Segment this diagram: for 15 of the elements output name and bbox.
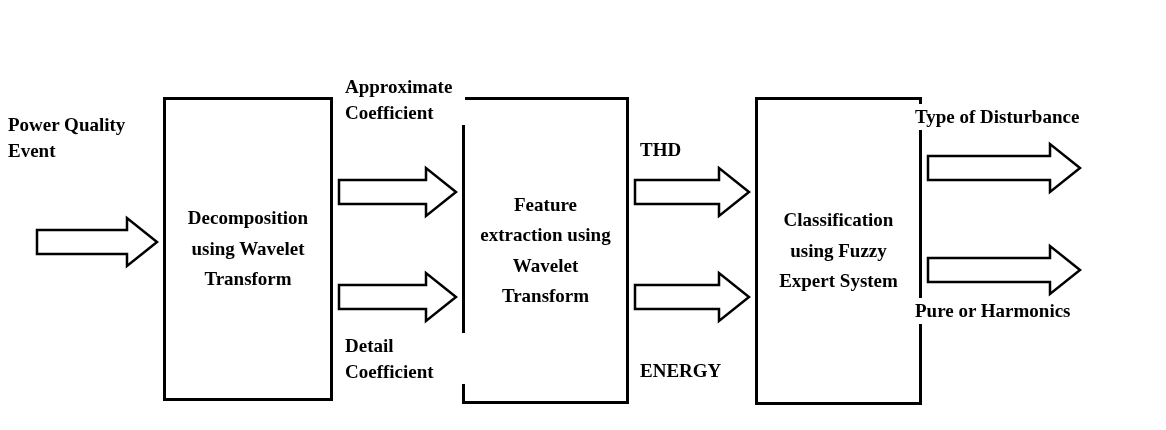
block-arrow: [337, 270, 458, 324]
block-arrow: [35, 215, 159, 269]
block-arrow: [926, 243, 1082, 297]
process-box: [462, 97, 629, 404]
edge-label: Detail Coefficient: [345, 333, 465, 385]
process-box: [163, 97, 333, 401]
block-arrow: [337, 165, 458, 219]
block-arrow: [633, 270, 751, 324]
box-text: Feature extraction using Wavelet Transform: [479, 192, 612, 308]
block-arrow: [926, 141, 1082, 195]
block-arrow: [633, 165, 751, 219]
box-text: Decomposition using Wavelet Transform: [186, 206, 310, 292]
edge-label: Type of Disturbance: [915, 104, 1080, 130]
box-text: Classification using Fuzzy Expert System: [778, 208, 899, 294]
edge-label: Pure or Harmonics: [915, 298, 1071, 324]
